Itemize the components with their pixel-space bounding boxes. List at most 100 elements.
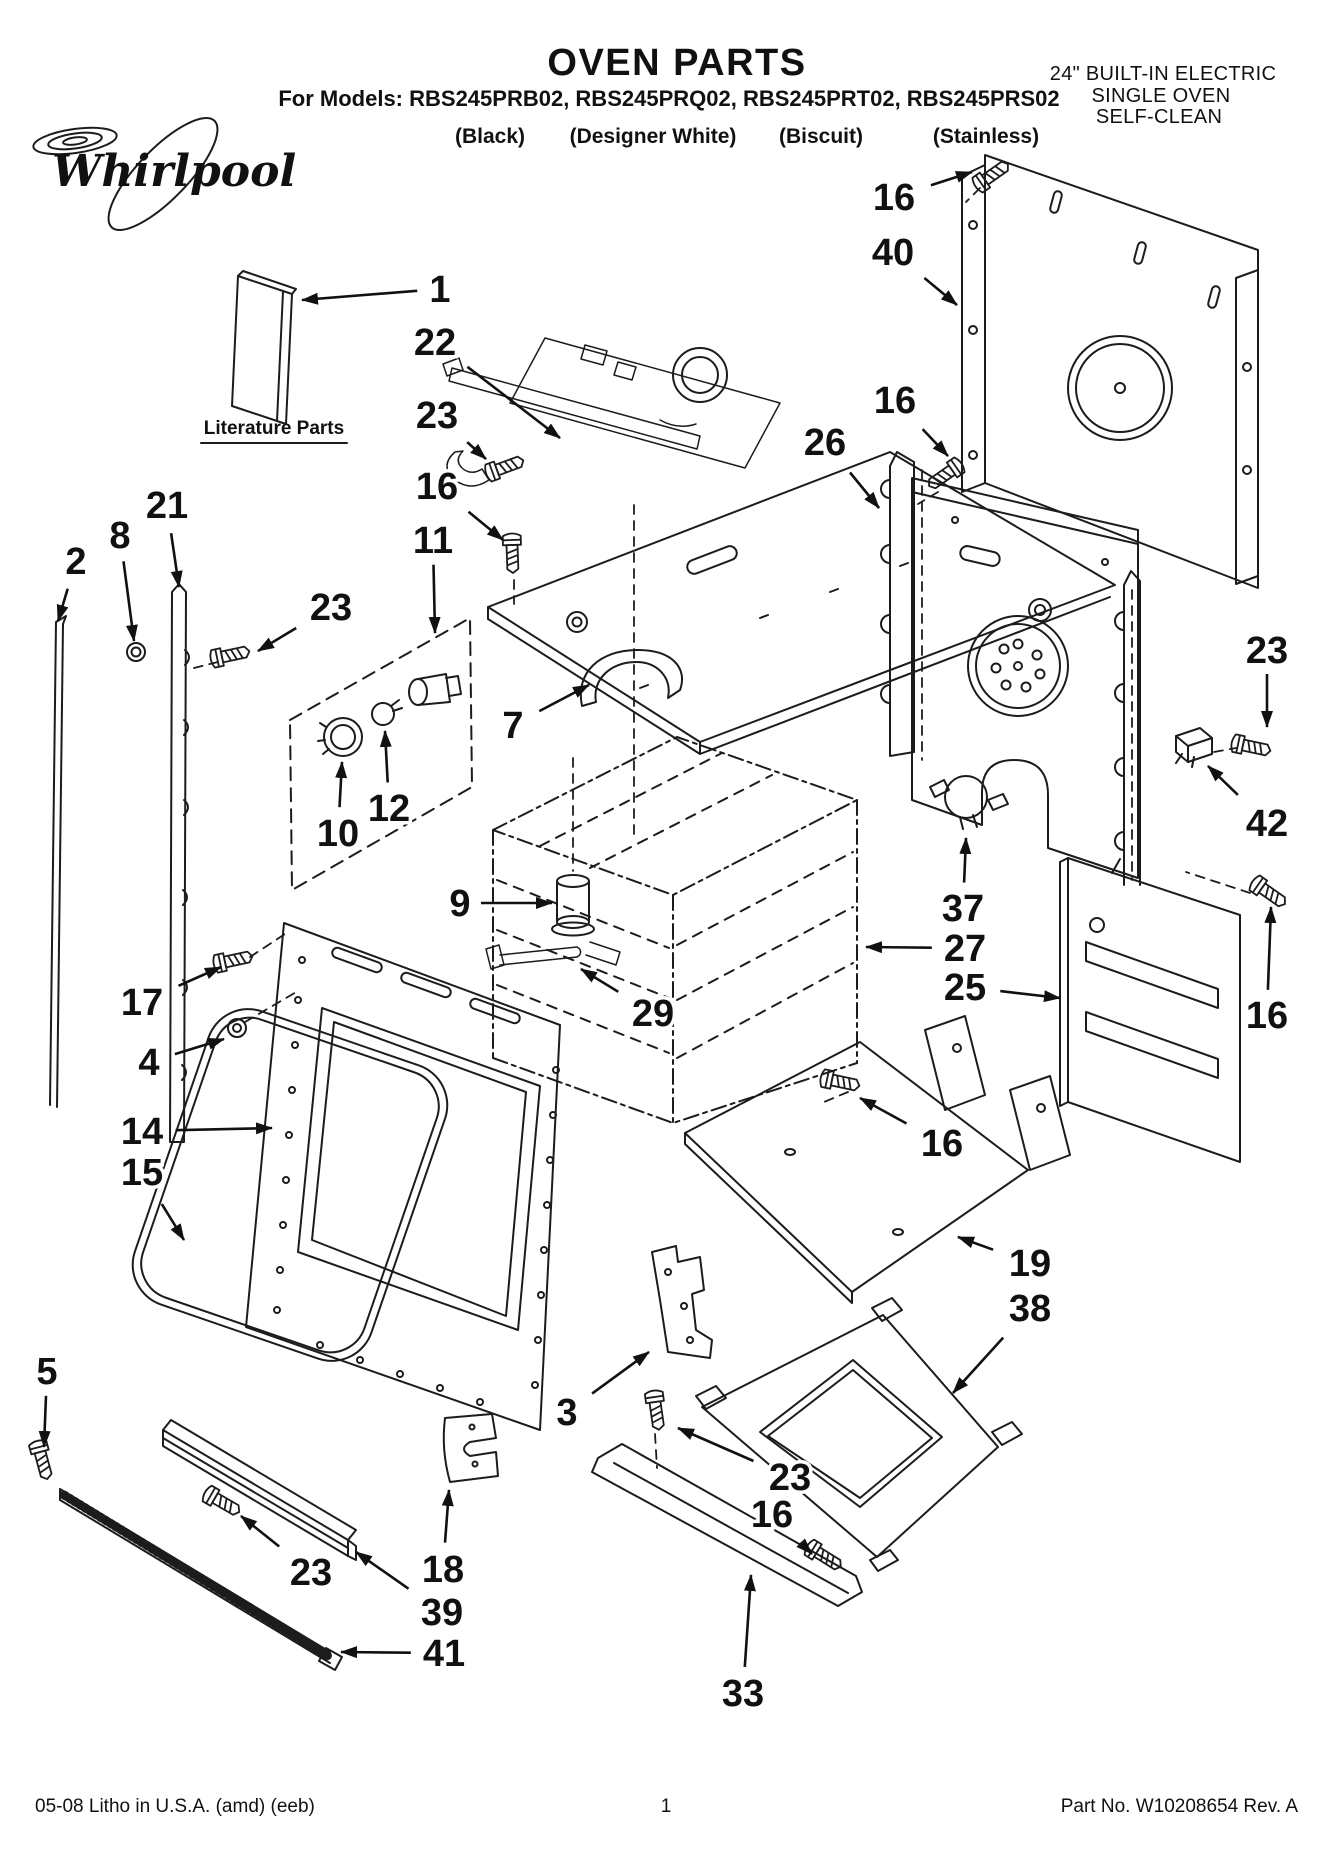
callout-23: 23 — [677, 1426, 815, 1503]
callout-16: 16 — [859, 1096, 967, 1169]
svg-text:23: 23 — [769, 1457, 811, 1499]
svg-text:4: 4 — [138, 1042, 159, 1084]
callout-22: 22 — [410, 319, 561, 440]
callout-10: 10 — [313, 761, 363, 859]
svg-text:16: 16 — [873, 177, 915, 219]
bottom-tray — [695, 1297, 1023, 1572]
broil-element — [485, 941, 621, 970]
support-bracket — [651, 1245, 713, 1359]
literature-book — [231, 270, 297, 425]
door-gasket — [131, 1008, 449, 1362]
callout-4: 4 — [135, 1037, 225, 1088]
svg-text:18: 18 — [422, 1549, 464, 1591]
callout-1: 1 — [301, 266, 454, 315]
svg-text:10: 10 — [317, 813, 359, 855]
svg-text:1: 1 — [429, 269, 450, 311]
oven-type-line-3: SELF-CLEAN — [1096, 106, 1222, 128]
grommet — [126, 642, 146, 662]
light-switch — [1175, 727, 1237, 768]
svg-text:23: 23 — [290, 1552, 332, 1594]
svg-text:39: 39 — [421, 1592, 463, 1634]
svg-text:12: 12 — [368, 788, 410, 830]
callout-16: 16 — [870, 377, 949, 457]
svg-text:40: 40 — [872, 232, 914, 274]
svg-text:16: 16 — [751, 1494, 793, 1536]
callout-39: 39 — [355, 1550, 467, 1638]
top-panel — [487, 451, 1116, 755]
svg-text:8: 8 — [109, 515, 130, 557]
svg-text:42: 42 — [1246, 803, 1288, 845]
svg-text:9: 9 — [449, 883, 470, 925]
callout-27: 27 — [865, 925, 990, 974]
literature-parts-label: Literature Parts — [204, 418, 344, 439]
callout-29: 29 — [580, 967, 678, 1039]
svg-text:23: 23 — [310, 587, 352, 629]
svg-text:7: 7 — [502, 705, 523, 747]
callout-16: 16 — [869, 170, 973, 223]
svg-text:16: 16 — [874, 380, 916, 422]
callout-23: 23 — [257, 584, 356, 653]
models-line: For Models: RBS245PRB02, RBS245PRQ02, RB… — [278, 86, 1059, 111]
callout-17: 17 — [117, 965, 222, 1028]
callout-18: 18 — [418, 1489, 468, 1595]
whirlpool-logo-text: Whirlpool — [52, 146, 296, 197]
svg-text:41: 41 — [423, 1633, 465, 1675]
svg-text:38: 38 — [1009, 1288, 1051, 1330]
callout-37: 37 — [938, 837, 988, 934]
rear-access-panel — [1059, 857, 1251, 1163]
finish-black: (Black) — [455, 125, 525, 148]
callout-40: 40 — [868, 229, 958, 307]
callout-42: 42 — [1207, 765, 1292, 849]
callout-5: 5 — [33, 1348, 61, 1448]
callout-21: 21 — [142, 482, 192, 588]
callout-16: 16 — [1242, 906, 1292, 1041]
svg-text:17: 17 — [121, 982, 163, 1024]
finish-designer-white: (Designer White) — [570, 125, 737, 148]
retainer-clip — [442, 1413, 499, 1483]
bottom-trim-channel — [162, 1419, 357, 1561]
callout-23: 23 — [240, 1514, 336, 1598]
screws — [27, 155, 1291, 1576]
svg-text:19: 19 — [1009, 1243, 1051, 1285]
footer-page-number: 1 — [661, 1796, 672, 1817]
mounting-washer — [227, 990, 299, 1038]
svg-text:16: 16 — [416, 466, 458, 508]
svg-text:16: 16 — [921, 1123, 963, 1165]
svg-text:29: 29 — [632, 993, 674, 1035]
svg-text:27: 27 — [944, 928, 986, 970]
callout-3: 3 — [553, 1350, 650, 1438]
bottom-vent-trim — [59, 1488, 343, 1671]
lower-front-trim — [591, 1433, 863, 1607]
callout-19: 19 — [957, 1235, 1055, 1289]
side-trim-strip — [49, 615, 67, 1108]
callout-33: 33 — [718, 1574, 768, 1719]
callout-8: 8 — [106, 512, 138, 642]
svg-text:23: 23 — [416, 395, 458, 437]
thermostat — [929, 775, 1009, 830]
callout-16: 16 — [412, 463, 504, 542]
svg-text:33: 33 — [722, 1673, 764, 1715]
svg-text:14: 14 — [121, 1111, 163, 1153]
svg-text:25: 25 — [944, 967, 986, 1009]
callout-11: 11 — [409, 517, 457, 634]
callout-12: 12 — [364, 730, 414, 834]
rear-vent-rail — [880, 451, 923, 761]
oven-cavity-insulation — [492, 736, 858, 1124]
callout-23: 23 — [412, 392, 487, 460]
svg-text:22: 22 — [414, 322, 456, 364]
svg-text:16: 16 — [1246, 995, 1288, 1037]
callout-23: 23 — [1242, 627, 1292, 728]
svg-text:23: 23 — [1246, 630, 1288, 672]
side-shelf-panel — [684, 1015, 1071, 1304]
callout-15: 15 — [117, 1149, 186, 1241]
latch-alignment-leaders — [513, 504, 635, 839]
callout-41: 41 — [340, 1630, 469, 1679]
callout-25: 25 — [940, 964, 1061, 1013]
svg-text:26: 26 — [804, 422, 846, 464]
finish-biscuit: (Biscuit) — [779, 125, 863, 148]
callout-26: 26 — [800, 419, 881, 509]
oven-type-line-2: SINGLE OVEN — [1092, 85, 1231, 107]
footer-litho: 05-08 Litho in U.S.A. (amd) (eeb) — [35, 1796, 315, 1817]
